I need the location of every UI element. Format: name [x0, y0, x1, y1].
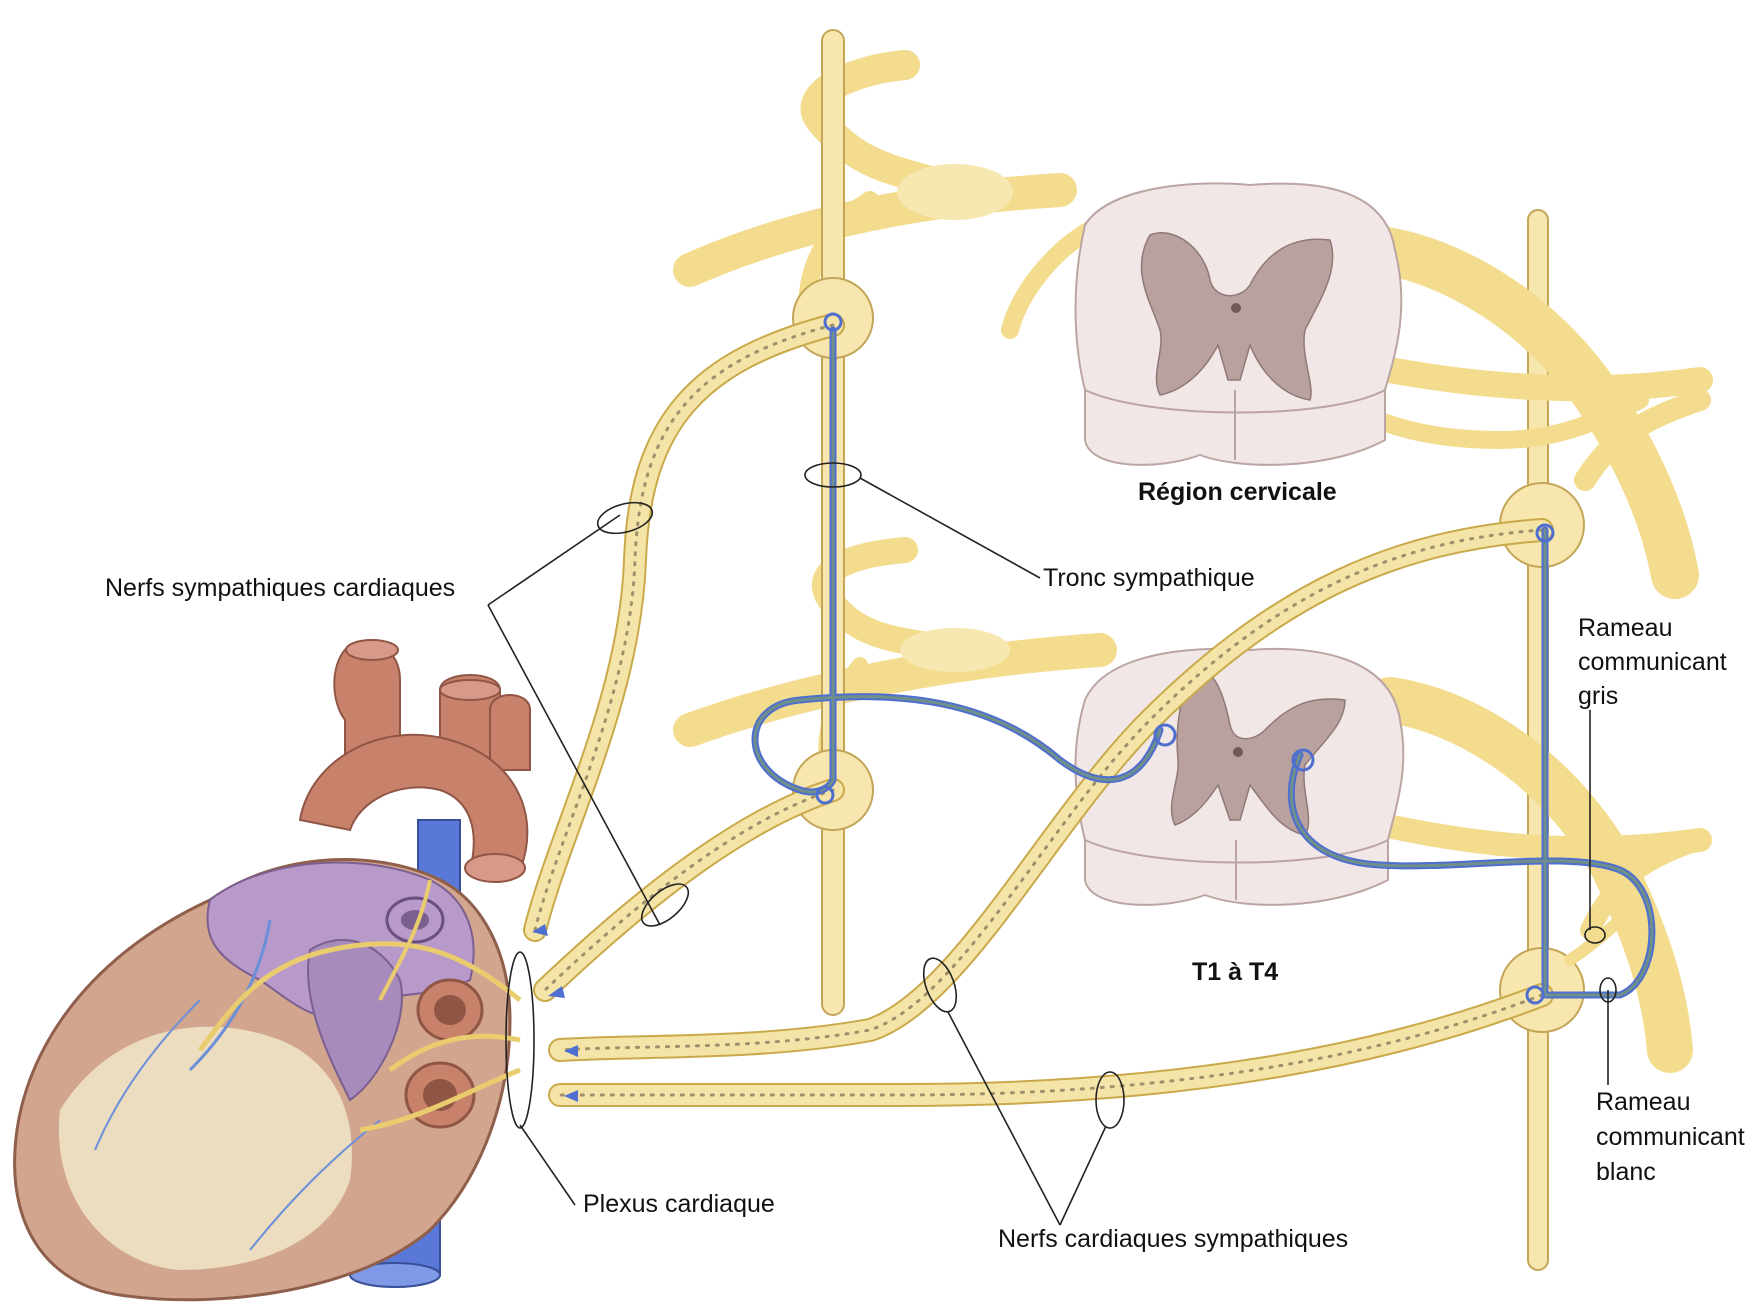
label-rameau-blanc-line3: blanc [1596, 1158, 1656, 1186]
label-rameau-blanc-line2: communicant [1596, 1123, 1745, 1151]
label-tronc-sympathique: Tronc sympathique [1043, 564, 1255, 592]
label-rameau-blanc-line1: Rameau [1596, 1088, 1691, 1116]
cervical-spinal-cord [1076, 183, 1402, 464]
label-nerfs-cardiaques-sympathiques: Nerfs cardiaques sympathiques [998, 1225, 1348, 1253]
label-rameau-gris-line1: Rameau [1578, 614, 1673, 642]
heart-illustration [15, 640, 530, 1300]
label-nerfs-sympathiques-cardiaques: Nerfs sympathiques cardiaques [105, 574, 455, 602]
label-plexus-cardiaque: Plexus cardiaque [583, 1190, 775, 1218]
label-rameau-gris-line3: gris [1578, 682, 1618, 710]
label-t1-t4: T1 à T4 [1192, 958, 1278, 986]
label-region-cervicale: Région cervicale [1138, 478, 1337, 506]
label-rameau-gris-line2: communicant [1578, 648, 1727, 676]
